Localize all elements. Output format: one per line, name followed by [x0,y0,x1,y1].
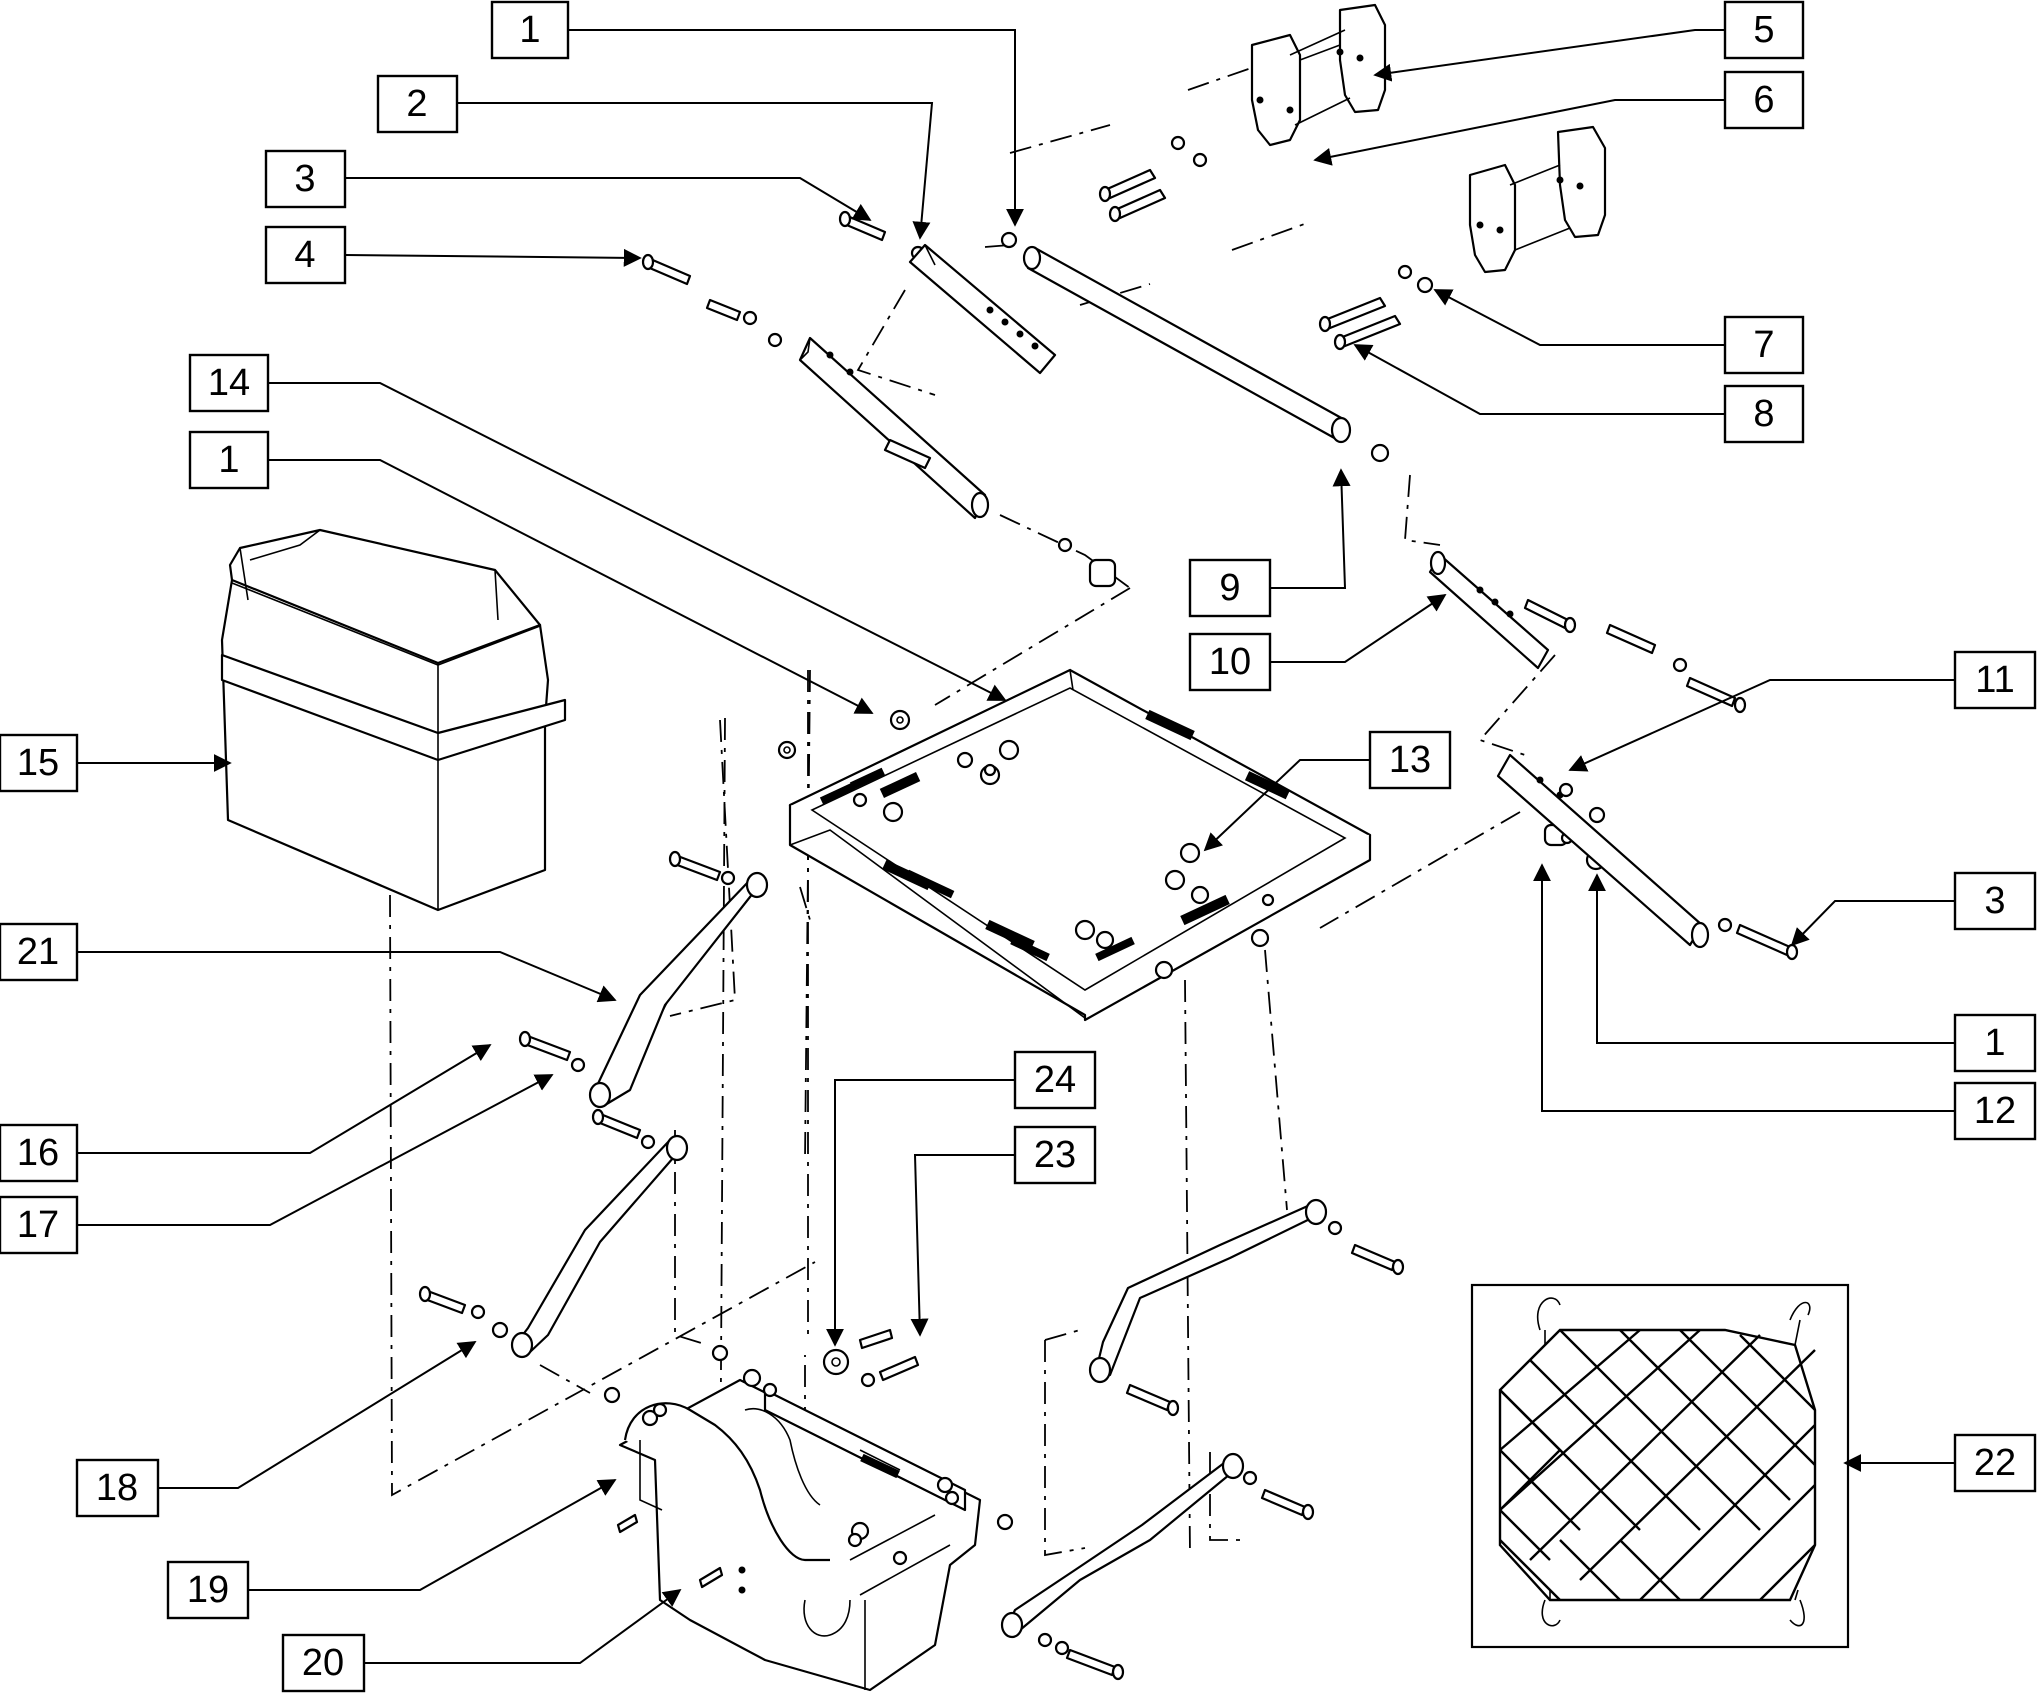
callout-3-top: 3 [264,149,347,209]
callout-label: 18 [96,1467,138,1509]
callout-13: 13 [1368,730,1452,790]
callout-label: 24 [1034,1059,1076,1101]
callout-label: 19 [187,1569,229,1611]
battery-box [220,528,567,912]
leader-lines [77,29,1955,1664]
callout-3-right: 3 [1953,871,2037,931]
callout-2: 2 [376,74,459,134]
callout-24: 24 [1013,1050,1097,1110]
callout-label: 1 [519,9,540,51]
support-bar [1022,245,1352,444]
callout-17: 17 [0,1195,79,1255]
clamp-lower [1468,125,1607,274]
upper-right-bracket [1428,550,1710,949]
tray-hardware [777,709,1275,980]
callout-label: 9 [1219,567,1240,609]
callout-label: 4 [294,234,315,276]
callout-label: 23 [1034,1134,1076,1176]
leg-bolts [418,850,1405,1681]
cargo-net [1470,1283,1850,1649]
clamp-upper [1250,3,1387,147]
callout-18: 18 [75,1458,160,1518]
callout-label: 22 [1974,1442,2016,1484]
callout-15: 15 [0,733,79,793]
callout-label: 10 [1209,641,1251,683]
callout-1-right: 1 [1953,1013,2037,1073]
support-legs [510,871,1328,1639]
callout-label: 14 [208,362,250,404]
callout-label: 16 [17,1132,59,1174]
callout-label: 2 [406,83,427,125]
callout-label: 13 [1389,739,1431,781]
callout-20: 20 [281,1633,366,1693]
callout-16: 16 [0,1123,79,1183]
callout-label: 17 [17,1204,59,1246]
callout-5: 5 [1723,0,1805,60]
callout-label: 11 [1975,659,2014,701]
callout-8: 8 [1723,384,1805,444]
callout-21: 21 [0,922,79,982]
callout-label: 12 [1974,1090,2016,1132]
callout-label: 15 [17,742,59,784]
callout-label: 3 [294,158,315,200]
callout-7: 7 [1723,315,1805,375]
callout-label: 21 [17,931,59,973]
callout-19: 19 [166,1560,250,1620]
callout-4: 4 [264,225,347,285]
callout-label: 8 [1753,393,1774,435]
callout-11: 11 [1953,650,2037,710]
callout-23: 23 [1013,1125,1097,1185]
callout-label: 3 [1984,880,2005,922]
callout-label: 1 [218,439,239,481]
callout-1-top: 1 [490,0,570,60]
callout-1-left: 1 [188,430,270,490]
upper-left-bracket [798,243,1057,520]
callout-9: 9 [1188,558,1272,618]
callout-label: 6 [1753,79,1774,121]
callout-10: 10 [1188,632,1272,692]
callout-12: 12 [1953,1081,2037,1141]
carrier-tray [788,668,1372,1022]
callout-6: 6 [1723,70,1805,130]
callout-label: 1 [1984,1022,2005,1064]
callout-22: 22 [1953,1433,2037,1493]
lower-mount-bracket [603,1328,1014,1692]
callout-14: 14 [188,353,270,413]
callout-label: 20 [302,1642,344,1684]
callout-label: 7 [1753,324,1774,366]
callout-label: 5 [1753,9,1774,51]
hardware-bolts [641,135,1799,961]
